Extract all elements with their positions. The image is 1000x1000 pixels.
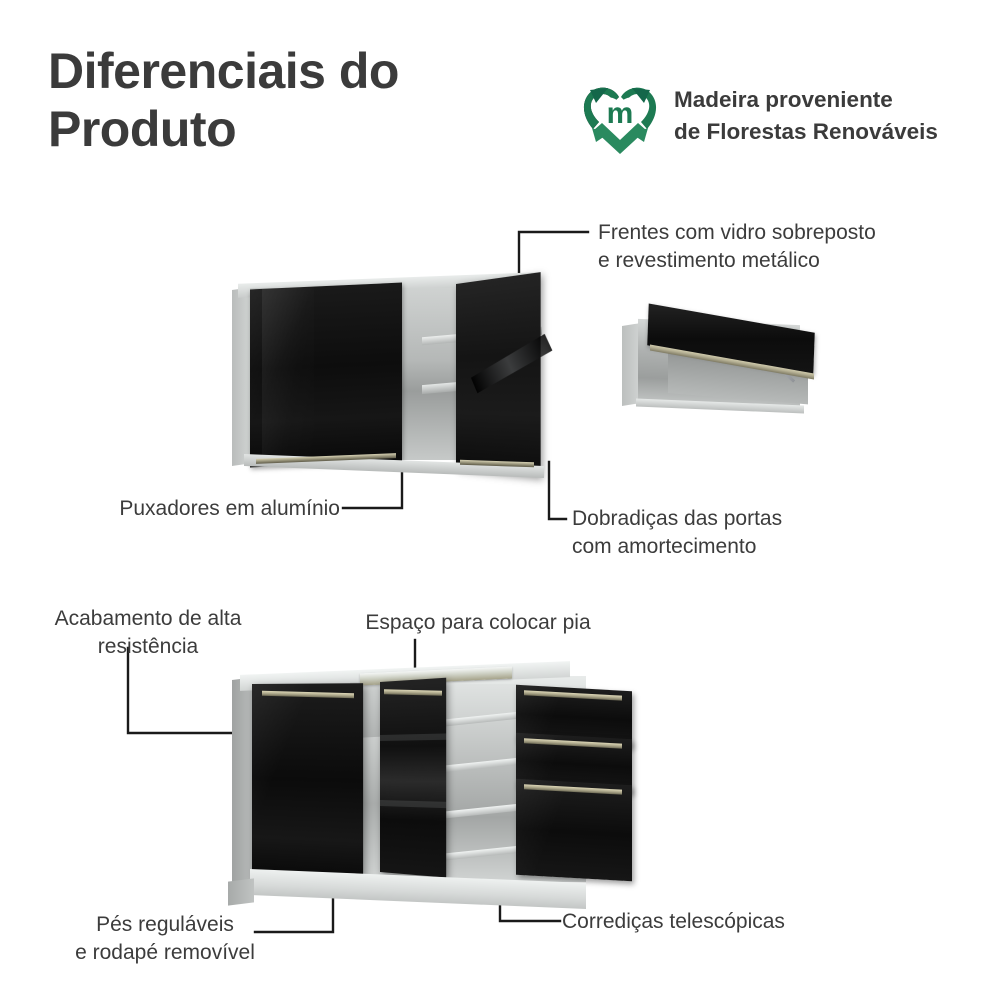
- eco-certification-badge: m Madeira proveniente de Florestas Renov…: [578, 78, 978, 164]
- base-cabinet-door-left: [252, 683, 364, 887]
- cabinet-door-closed: [250, 282, 402, 468]
- callout-puxadores-aluminio: Puxadores em alumínio: [119, 497, 340, 520]
- cabinet-door-open: [456, 272, 553, 477]
- recycling-heart-icon: m: [583, 87, 657, 154]
- product-upper-wall-cabinet: [232, 272, 553, 479]
- drawer-handle-middle: [524, 738, 622, 749]
- drawer-handle-top: [524, 690, 622, 701]
- page-title: Diferenciais do Produto: [48, 43, 399, 157]
- callout-acabamento-resistencia: Acabamento de alta resistência: [54, 607, 242, 658]
- door-reflection-band-2: [380, 799, 447, 808]
- base-cabinet-door-right: [380, 677, 447, 878]
- door-gloss-highlight: [262, 286, 314, 467]
- drawer-handle-bottom: [524, 784, 622, 795]
- callout-frentes-vidro: Frentes com vidro sobreposto e revestime…: [598, 221, 876, 272]
- callout-corredicas-telescopicas: Corrediças telescópicas: [562, 910, 785, 933]
- product-base-cabinet: [228, 658, 652, 920]
- callout-espaco-pia: Espaço para colocar pia: [365, 611, 591, 634]
- plinth-left-side: [228, 878, 254, 906]
- callout-dobradicas-portas: Dobradiças das portas com amortecimento: [572, 507, 783, 558]
- door-reflection-band-1: [380, 733, 447, 742]
- product-small-wall-cabinet: [622, 303, 822, 416]
- eco-badge-text: Madeira proveniente de Florestas Renováv…: [674, 87, 938, 144]
- callout-pes-regulaveis: Pés reguláveis e rodapé removível: [75, 913, 255, 964]
- eco-monogram: m: [607, 97, 634, 130]
- drawer-bottom: [516, 778, 632, 882]
- door-diagonal-reflection: [470, 333, 553, 393]
